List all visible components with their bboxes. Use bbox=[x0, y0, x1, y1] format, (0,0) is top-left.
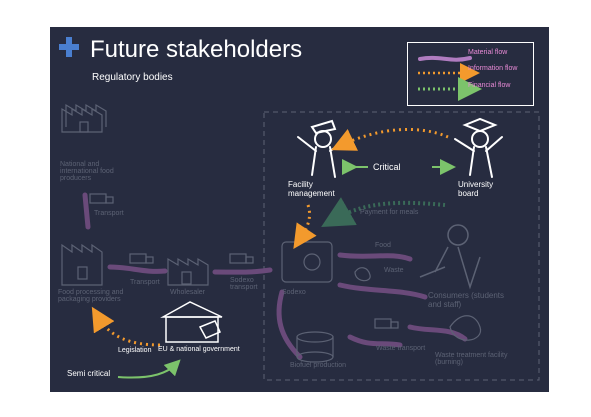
facility-management-figure-icon bbox=[297, 119, 349, 178]
sodexo-label: Sodexo bbox=[282, 289, 306, 296]
legend-box bbox=[407, 42, 534, 106]
wholesaler-label: Wholesaler bbox=[170, 289, 206, 296]
facility-management-label: Facility management bbox=[288, 180, 335, 198]
consumers-label: Consumers (students and staff) bbox=[428, 291, 505, 309]
critical-label: Critical bbox=[373, 162, 401, 172]
food-label: Food bbox=[375, 242, 391, 249]
sodexo-transport-label: Sodexo transport bbox=[230, 277, 258, 291]
legislation-arrow bbox=[91, 306, 161, 347]
waste-treatment-label: Waste treatment facility (burning) bbox=[435, 352, 508, 366]
slide-title: Future stakeholders bbox=[90, 36, 303, 63]
transport-truck-icons bbox=[89, 193, 399, 329]
legend-financial-label: Financial flow bbox=[468, 82, 511, 89]
consumer-figure-icon bbox=[419, 224, 481, 290]
payment-label: Payment for meals bbox=[360, 209, 419, 216]
food-producers-label: National and international food producer… bbox=[60, 161, 114, 182]
legend-material-label: Material flow bbox=[468, 49, 508, 56]
legend-information-label: Information flow bbox=[468, 65, 518, 72]
university-board-label: University board bbox=[458, 180, 494, 198]
waste-transport-label: Waste transport bbox=[376, 345, 426, 352]
semi-critical-arrow bbox=[117, 359, 181, 379]
semi-critical-label: Semi critical bbox=[67, 369, 111, 378]
government-label: EU & national government bbox=[158, 346, 240, 353]
biofuel-label: Biofuel production bbox=[290, 362, 347, 369]
diagram-canvas bbox=[61, 55, 540, 381]
food-producers-factory-icon bbox=[61, 103, 107, 133]
slide-subtitle: Regulatory bodies bbox=[92, 72, 173, 83]
system-boundary bbox=[263, 111, 540, 381]
sodexo-kitchen-icon bbox=[281, 241, 333, 283]
info-arrow-facility-to-sodexo bbox=[293, 204, 317, 249]
university-board-figure-icon bbox=[454, 117, 503, 178]
biofuel-tank-icon bbox=[296, 331, 334, 363]
slide: Future stakeholders Regulatory bodies Ma… bbox=[50, 27, 549, 392]
food-processing-label: Food processing and packaging providers bbox=[58, 289, 124, 303]
material-flow-lines bbox=[82, 192, 468, 360]
plus-icon bbox=[59, 37, 79, 57]
wholesaler-building-icon bbox=[167, 257, 209, 286]
transport-mid-label: Transport bbox=[130, 279, 160, 286]
food-processing-factory-icon bbox=[61, 243, 103, 286]
waste-treatment-icon bbox=[354, 267, 482, 341]
transport-top-label: Transport bbox=[94, 210, 124, 217]
government-building-icon bbox=[160, 301, 223, 343]
payment-flow-arrow bbox=[321, 197, 446, 227]
legend-material-line bbox=[418, 55, 472, 62]
legislation-label: Legislation bbox=[118, 347, 152, 354]
waste-label: Waste bbox=[384, 267, 404, 274]
info-arrow-board-to-facility bbox=[331, 128, 449, 151]
